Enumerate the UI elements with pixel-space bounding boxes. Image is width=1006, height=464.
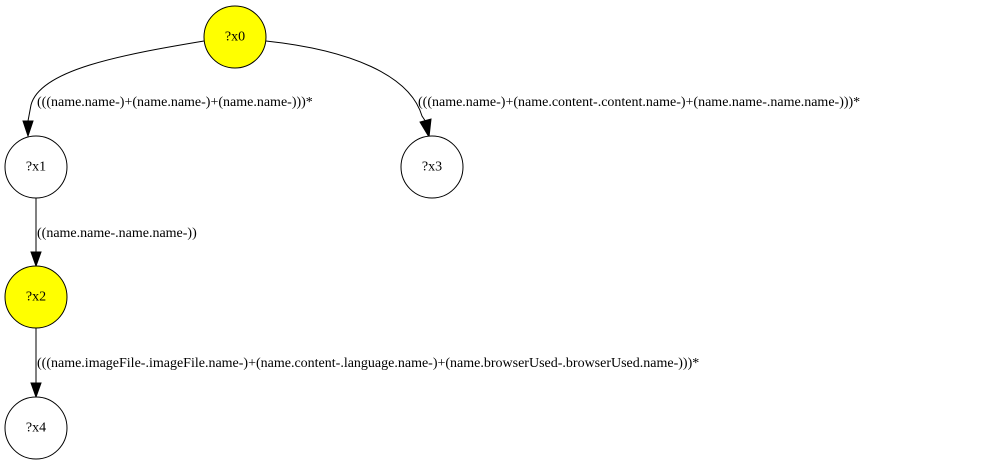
node-x3: ?x3 xyxy=(400,135,464,199)
node-x4-circle xyxy=(4,396,68,460)
edge-x2-x4: (((name.imageFile-.imageFile.name-)+(nam… xyxy=(30,327,699,399)
node-x3-circle xyxy=(400,135,464,199)
edge-x0-x1: (((name.name-)+(name.name-)+(name.name-)… xyxy=(22,40,313,138)
node-x1-circle xyxy=(4,135,68,199)
edge-x0-x3-arrow xyxy=(419,118,432,139)
node-x2: ?x2 xyxy=(4,265,68,329)
node-x1-label: ?x1 xyxy=(26,160,46,175)
node-x4: ?x4 xyxy=(4,396,68,460)
node-x2-label: ?x2 xyxy=(26,290,46,305)
node-x0-label: ?x0 xyxy=(225,30,245,45)
node-x4-label: ?x4 xyxy=(26,421,46,436)
node-x0-circle xyxy=(203,5,267,69)
edge-x0-x1-arrow xyxy=(22,120,34,138)
edge-x1-x2-label: ((name.name-.name.name-)) xyxy=(37,226,197,241)
edge-x0-x1-label: (((name.name-)+(name.name-)+(name.name-)… xyxy=(37,95,313,110)
edge-x2-x4-arrow xyxy=(30,382,42,399)
edge-x0-x3: (((name.name-)+(name.content-.content.na… xyxy=(265,40,860,139)
edge-x1-x2-arrow xyxy=(30,251,42,268)
edge-x0-x3-line xyxy=(265,40,427,123)
edge-x0-x3-label: (((name.name-)+(name.content-.content.na… xyxy=(418,95,860,110)
edge-x0-x1-line xyxy=(27,40,205,122)
node-x1: ?x1 xyxy=(4,135,68,199)
node-x3-label: ?x3 xyxy=(422,160,442,175)
edge-x1-x2: ((name.name-.name.name-)) xyxy=(30,197,197,268)
node-x2-circle xyxy=(4,265,68,329)
edge-x2-x4-label: (((name.imageFile-.imageFile.name-)+(nam… xyxy=(37,356,699,371)
node-x0: ?x0 xyxy=(203,5,267,69)
